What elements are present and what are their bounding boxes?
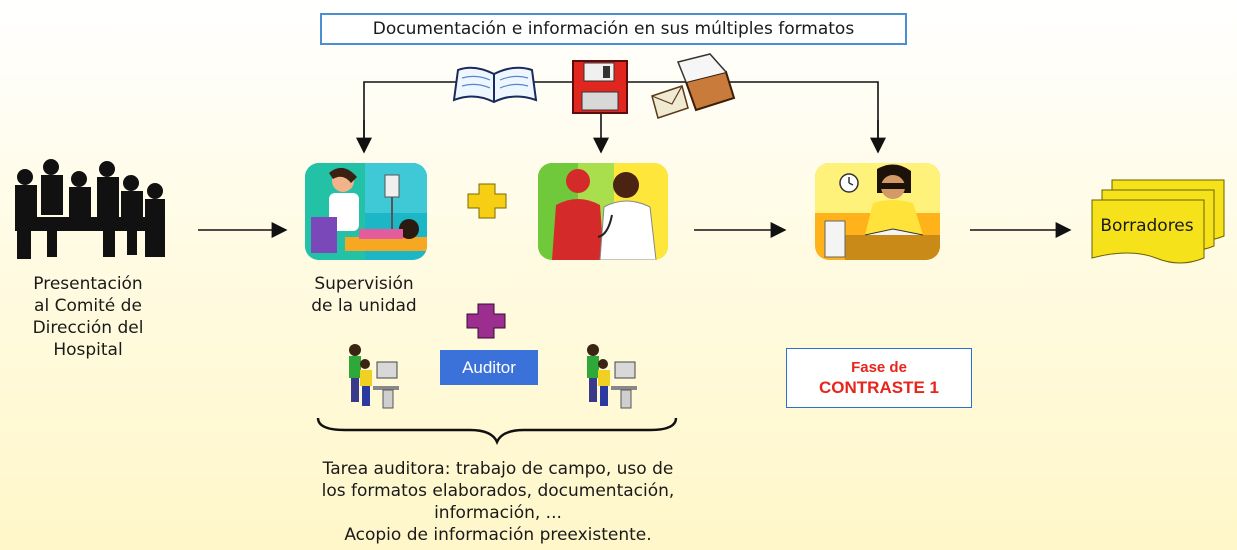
presentacion-line: Presentación: [33, 274, 143, 294]
floppy-disk-icon: [572, 60, 628, 114]
bracket-brace: [316, 417, 678, 446]
presentacion-line: al Comité de: [34, 296, 142, 316]
tarea-line: Acopio de información preexistente.: [344, 525, 652, 545]
auditor-computer-icon: [587, 344, 637, 409]
borradores-documents-icon: [1091, 179, 1225, 264]
supervision-picture: [305, 163, 427, 260]
yellow-plus-icon: [467, 183, 507, 219]
supervision-label: Supervisión de la unidad: [284, 273, 444, 317]
documentation-header-label: Documentación e información en sus múlti…: [372, 19, 855, 39]
fase-line-1: Fase de: [851, 358, 907, 376]
documentation-header-box: Documentación e información en sus múlti…: [320, 13, 907, 45]
mail-box-icon: [651, 53, 736, 119]
fase-contraste-box: Fase de CONTRASTE 1: [786, 348, 972, 408]
reviewer-picture: [815, 163, 940, 260]
doctor-picture: [538, 163, 668, 260]
purple-plus-icon: [466, 303, 506, 339]
presentacion-line: Hospital: [53, 340, 123, 360]
tarea-line: Tarea auditora: trabajo de campo, uso de: [322, 459, 674, 479]
auditor-box: Auditor: [440, 350, 538, 385]
presentacion-label: Presentación al Comité de Dirección del …: [8, 273, 168, 361]
presentacion-line: Dirección del: [32, 318, 144, 338]
tarea-line: los formatos elaborados, documentación,: [321, 481, 675, 501]
auditor-computer-icon: [349, 344, 399, 409]
auditor-label: Auditor: [462, 357, 516, 377]
committee-meeting-icon: [15, 159, 165, 259]
tarea-auditora-text: Tarea auditora: trabajo de campo, uso de…: [248, 458, 748, 546]
tarea-line: información, ...: [434, 503, 562, 523]
open-book-icon: [452, 66, 538, 104]
supervision-line: Supervisión: [314, 274, 414, 294]
supervision-line: de la unidad: [311, 296, 417, 316]
borradores-label: Borradores: [1100, 216, 1194, 236]
fase-line-2: CONTRASTE 1: [819, 377, 939, 397]
